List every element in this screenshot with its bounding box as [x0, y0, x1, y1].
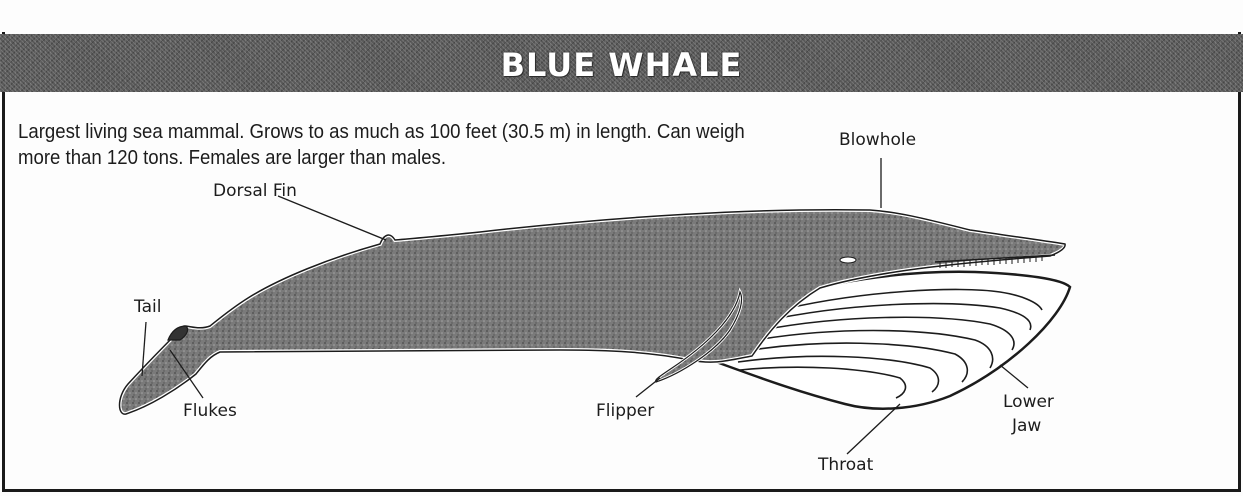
dorsal-fin-leader — [278, 196, 386, 240]
flipper-label: Flipper — [596, 401, 654, 421]
lower-jaw-leader — [1000, 365, 1028, 388]
throat-leader — [847, 404, 900, 454]
blowhole-label: Blowhole — [839, 130, 916, 150]
throat-label: Throat — [817, 455, 874, 475]
flukes-label: Flukes — [183, 401, 237, 421]
tail-label: Tail — [133, 297, 161, 317]
lower-jaw-label-line1: Lower — [1003, 392, 1054, 412]
dorsal-fin-label: Dorsal Fin — [213, 181, 297, 201]
whale-eye-shape — [840, 257, 856, 263]
flipper-leader — [636, 378, 660, 397]
lower-jaw-label-line2: Jaw — [1011, 416, 1041, 436]
